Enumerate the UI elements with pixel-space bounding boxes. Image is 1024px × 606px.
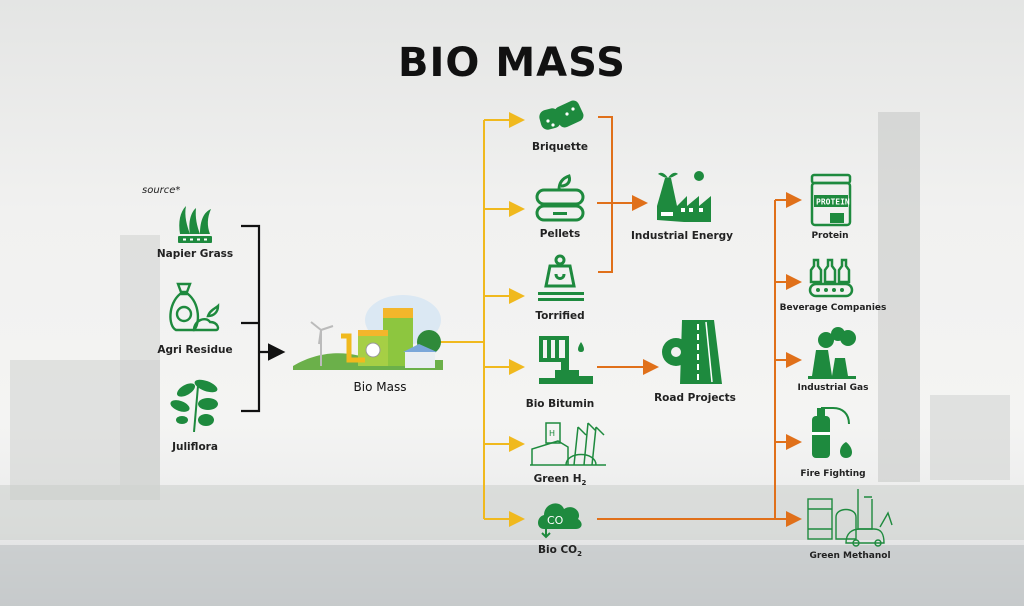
product-label: Torrified: [535, 310, 585, 322]
bg-water: [0, 545, 1024, 606]
product-label: Pellets: [539, 228, 581, 240]
bg-chimney: [878, 112, 920, 482]
subscript: 2: [581, 479, 587, 488]
hub-label: Bio Mass: [353, 380, 407, 394]
product-lines: [440, 112, 525, 527]
bg-refinery: [10, 360, 160, 500]
juliflora-icon: [170, 379, 218, 432]
subscript: 2: [577, 550, 582, 559]
road-projects-icon: [662, 320, 722, 384]
napier-grass-icon: [178, 206, 212, 243]
source-bracket: [241, 224, 286, 413]
source-note: source*: [142, 185, 181, 196]
source-label: Juliflora: [172, 441, 218, 453]
svg-text:CO: CO: [547, 514, 564, 527]
co2-use-label: Industrial Gas: [797, 383, 869, 393]
agri-residue-icon: [169, 282, 220, 332]
biomass-plant-illustration: [293, 295, 443, 370]
source-label: Napier Grass: [156, 248, 234, 260]
briquette-icon: [539, 100, 584, 130]
bio-co2-text: Bio CO: [538, 544, 578, 556]
bg-tanks: [930, 395, 1010, 480]
page-title: BIO MASS: [398, 40, 626, 86]
bio-co2-icon: CO: [538, 503, 582, 539]
green-h2-text: Green H: [533, 473, 582, 485]
co2-use-label: Green Methanol: [809, 551, 891, 561]
pellets-icon: [535, 174, 585, 222]
protein-icon: PROTEIN: [810, 173, 852, 227]
bio-bitumin-icon: [539, 336, 593, 384]
product-label: Bio CO2: [538, 544, 582, 558]
product-label: Bio Bitumin: [525, 398, 595, 410]
industrial-gas-icon: [808, 327, 856, 379]
svg-text:H: H: [549, 429, 555, 438]
beverage-icon: [808, 258, 854, 298]
co2-use-label: Fire Fighting: [800, 469, 866, 479]
industrial-energy-icon: [657, 171, 711, 222]
product-label: Briquette: [531, 141, 589, 153]
torrified-icon: [538, 254, 584, 301]
source-label: Agri Residue: [157, 344, 233, 356]
green-h2-icon: H: [530, 422, 606, 466]
co2-use-label: Beverage Companies: [779, 303, 887, 313]
protein-icon-text: PROTEIN: [816, 198, 850, 207]
application-label: Road Projects: [654, 392, 736, 404]
application-lines: [597, 116, 802, 527]
application-label: Industrial Energy: [630, 230, 734, 242]
green-methanol-icon: [807, 489, 893, 547]
fire-extinguisher-icon: [812, 407, 852, 458]
co2-use-label: Protein: [811, 231, 849, 241]
product-label: Green H2: [534, 473, 587, 487]
